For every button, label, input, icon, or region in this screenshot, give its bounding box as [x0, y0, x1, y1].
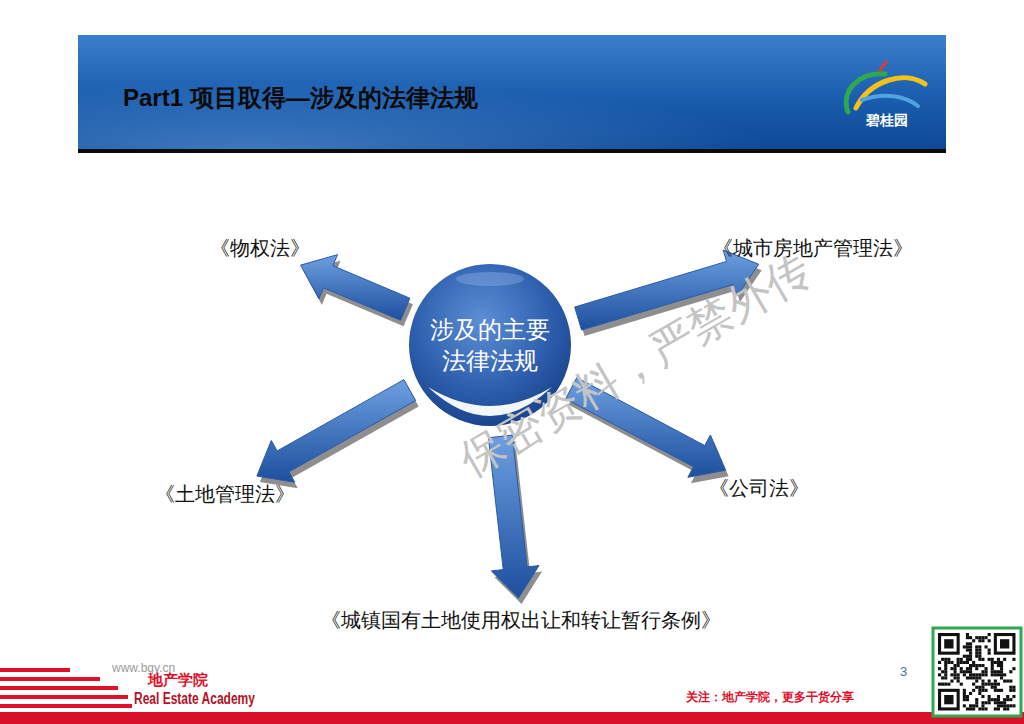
law-label: 《城镇国有土地使用权出让和转让暂行条例》 — [317, 606, 725, 634]
law-label: 《城市房地产管理法》 — [709, 234, 917, 262]
footer-note: 关注：地产学院，更多干货分享 — [686, 689, 854, 706]
block-arrow — [257, 380, 419, 489]
slide-title: Part1 项目取得—涉及的法律法规 — [123, 82, 478, 114]
header-glow — [78, 35, 946, 151]
law-label: 《公司法》 — [705, 474, 813, 502]
logo-swirl — [846, 62, 925, 112]
logo-text: 碧桂园 — [866, 112, 908, 130]
academy-english: Real Estate Academy — [134, 690, 255, 708]
law-name: 《土地管理法》 — [155, 482, 295, 506]
arrow-body — [257, 380, 416, 483]
law-name: 《物权法》 — [210, 236, 310, 260]
header-rule — [78, 149, 946, 153]
academy-name: 地产学院 — [148, 671, 208, 690]
law-name: 《公司法》 — [709, 476, 809, 500]
law-name: 《城镇国有土地使用权出让和转让暂行条例》 — [321, 608, 721, 632]
sphere-text: 涉及的主要法律法规 — [426, 314, 554, 376]
header-band — [78, 35, 946, 151]
law-name: 《城市房地产管理法》 — [713, 236, 913, 260]
block-arrow — [301, 255, 413, 327]
law-label: 《土地管理法》 — [151, 480, 299, 508]
page-number: 3 — [900, 664, 907, 679]
arrow-body — [301, 255, 410, 321]
law-label: 《物权法》 — [206, 234, 314, 262]
qr-code — [933, 628, 1021, 716]
footer-stripes — [0, 668, 1024, 724]
